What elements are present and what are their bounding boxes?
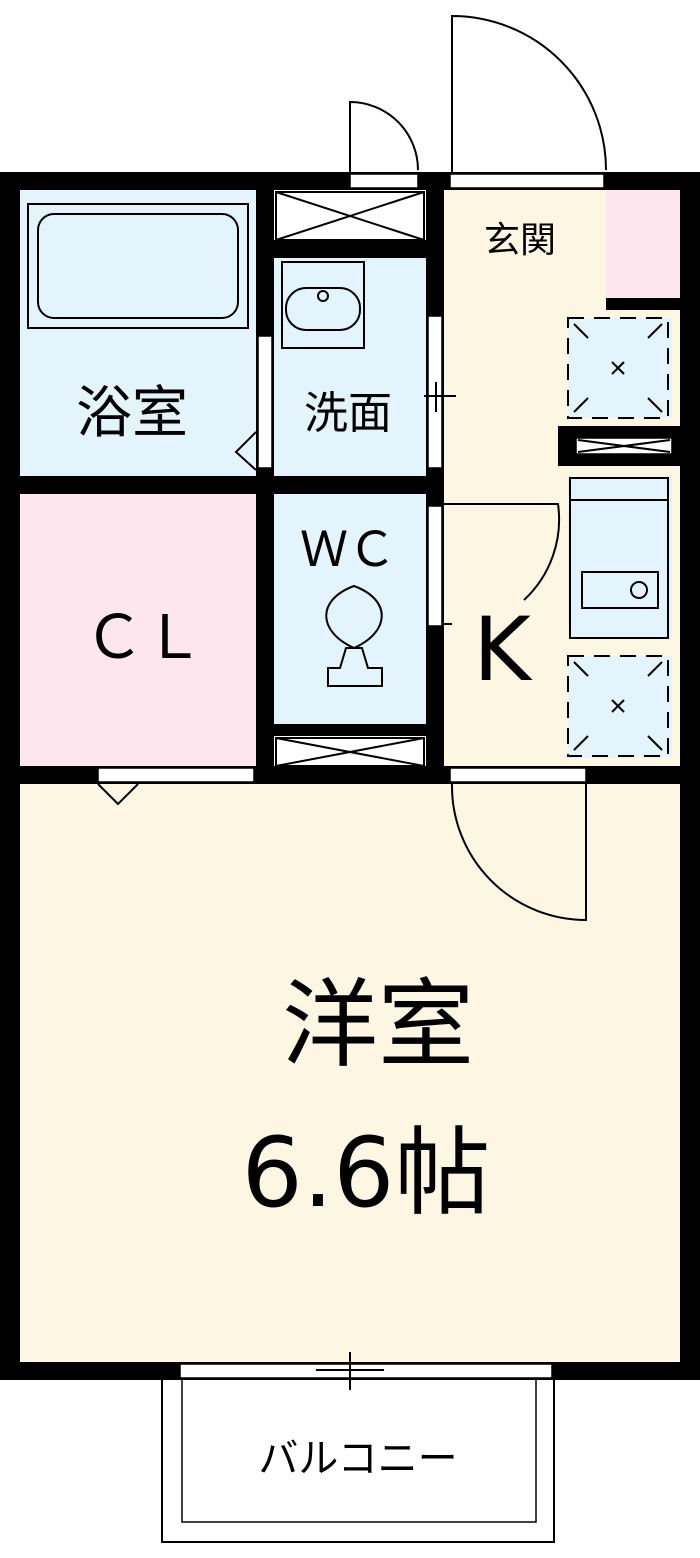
label-entrance: 玄関 <box>484 220 556 261</box>
kitchen-fixtures <box>567 317 669 757</box>
label-kitchen: K <box>473 598 533 701</box>
label-washroom: 洗面 <box>304 388 392 439</box>
label-toilet: ＷＣ <box>300 522 396 578</box>
kitchen-counter <box>568 478 672 638</box>
balcony <box>161 1352 555 1543</box>
label-bath: 浴室 <box>76 381 188 446</box>
washroom-area <box>274 258 426 476</box>
shoe-storage <box>606 190 680 298</box>
closet-area <box>20 494 256 766</box>
label-western-room-size: 6.6帖 <box>242 1117 491 1229</box>
label-closet: ＣＬ <box>84 603 204 673</box>
western-room-area <box>20 784 680 1362</box>
label-western-room: 洋室 <box>282 969 474 1081</box>
label-balcony: バルコニー <box>258 1436 457 1482</box>
entrance-area <box>444 190 606 300</box>
toilet-fixture <box>325 584 383 687</box>
storage-boxes <box>275 191 671 767</box>
door-swings <box>97 14 607 922</box>
wash-basin <box>281 261 365 349</box>
bathroom-area <box>20 190 256 476</box>
bathtub <box>27 203 249 329</box>
